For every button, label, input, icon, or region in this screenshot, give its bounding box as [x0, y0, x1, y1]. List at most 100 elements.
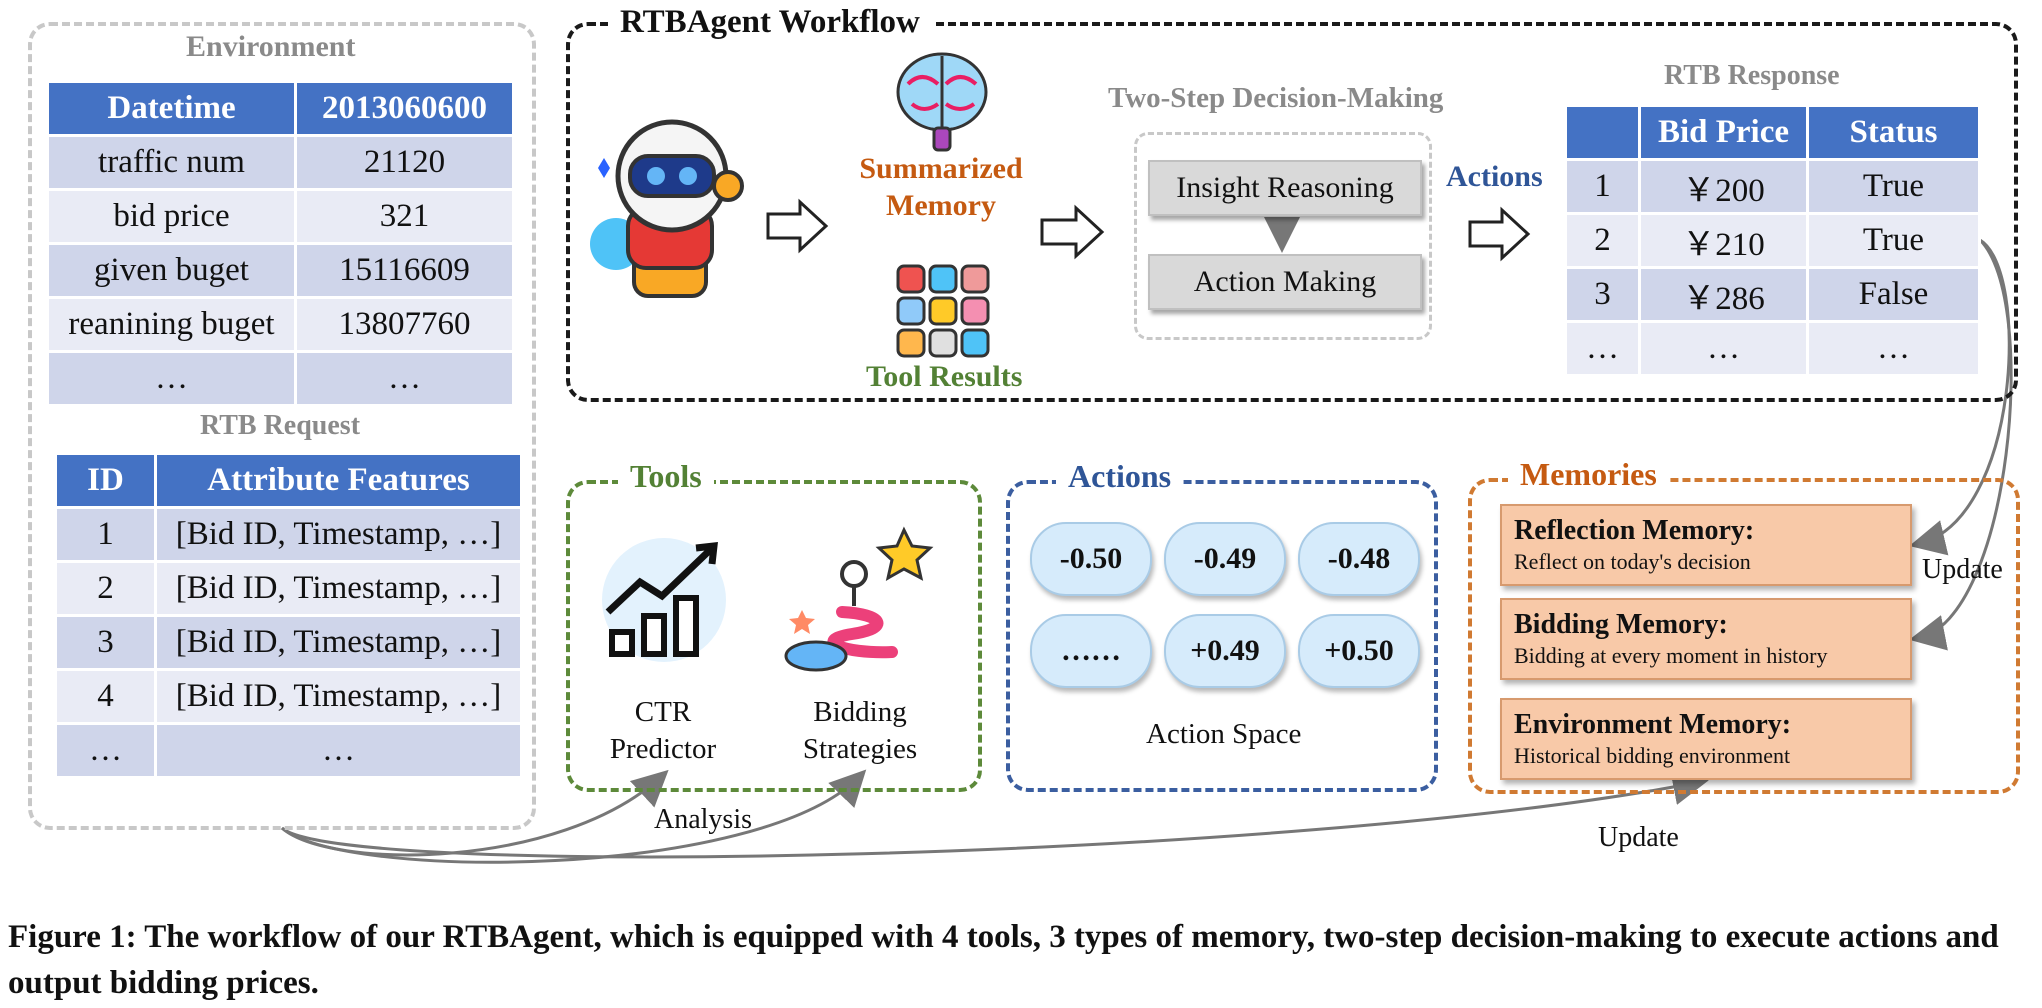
action-value-pill: -0.49 [1164, 522, 1286, 596]
update-label-bottom: Update [1598, 822, 1679, 853]
table-cell: True [1806, 158, 1981, 215]
table-cell: 1 [54, 506, 157, 563]
table-cell: … [294, 350, 515, 407]
table-row: 2 [Bid ID, Timestamp, …] [54, 560, 523, 617]
request-table: ID Attribute Features 1 [Bid ID, Timesta… [54, 452, 523, 779]
table-cell: True [1806, 212, 1981, 269]
actions-panel [1006, 480, 1438, 792]
environment-table: Datetime 2013060600 traffic num 21120 bi… [46, 80, 515, 407]
workflow-panel [566, 22, 2018, 402]
memory-card-desc: Historical bidding environment [1514, 743, 1791, 768]
table-cell: [Bid ID, Timestamp, …] [154, 506, 523, 563]
tool-label-ctr: CTR Predictor [608, 694, 718, 768]
response-header-cell: Bid Price [1638, 104, 1809, 161]
table-cell: 321 [294, 188, 515, 245]
tools-title: Tools [618, 458, 714, 495]
table-row: 3 [Bid ID, Timestamp, …] [54, 614, 523, 671]
table-row: traffic num 21120 [46, 134, 515, 191]
environment-header-cell: Datetime [46, 80, 297, 137]
agent-robot-icon [590, 119, 744, 298]
action-space-label: Action Space [1146, 718, 1302, 750]
memory-card-title: Reflection Memory: [1514, 515, 1755, 546]
table-row: … … [46, 350, 515, 407]
table-cell: 2 [1564, 212, 1641, 269]
table-cell: … [154, 722, 523, 779]
response-table: Bid Price Status 1 ￥200 True 2 ￥210 True… [1564, 104, 1981, 377]
request-header-cell: Attribute Features [154, 452, 523, 509]
table-cell: 13807760 [294, 296, 515, 353]
table-cell: … [46, 350, 297, 407]
table-row: 3 ￥286 False [1564, 266, 1981, 323]
action-value-pill: +0.50 [1298, 614, 1420, 688]
bidding-memory-card: Bidding Memory: Bidding at every moment … [1500, 598, 1912, 680]
insight-reasoning-step: Insight Reasoning [1148, 160, 1422, 216]
table-row: reanining buget 13807760 [46, 296, 515, 353]
table-cell: … [1564, 320, 1641, 377]
memory-card-desc: Bidding at every moment in history [1514, 643, 1828, 668]
table-row: 1 ￥200 True [1564, 158, 1981, 215]
tool-results-label: Tool Results [866, 360, 1023, 393]
summarized-memory-line: Memory [886, 189, 996, 222]
table-cell: [Bid ID, Timestamp, …] [154, 614, 523, 671]
table-cell: … [1638, 320, 1809, 377]
action-making-step: Action Making [1148, 254, 1422, 310]
update-curve-bidding [1909, 238, 2013, 651]
trend-chart-icon [602, 538, 726, 662]
action-value-pill: +0.49 [1164, 614, 1286, 688]
memories-panel [1468, 478, 2020, 794]
environment-header-cell: 2013060600 [294, 80, 515, 137]
table-cell: reanining buget [46, 296, 297, 353]
tool-label-line: Predictor [609, 733, 717, 765]
tool-label-line: Bidding [813, 696, 907, 728]
actions-title: Actions [1056, 458, 1184, 495]
table-cell: 1 [1564, 158, 1641, 215]
memories-title: Memories [1508, 456, 1669, 493]
brain-icon [896, 52, 988, 152]
action-value-pill: -0.50 [1030, 522, 1152, 596]
table-cell: ￥286 [1638, 266, 1809, 323]
table-cell: traffic num [46, 134, 297, 191]
reflection-memory-card: Reflection Memory: Reflect on today's de… [1500, 504, 1912, 586]
two-step-title: Two-Step Decision-Making [1108, 82, 1444, 114]
table-row: … … … [1564, 320, 1981, 377]
memory-card-title: Environment Memory: [1514, 709, 1792, 740]
table-cell: [Bid ID, Timestamp, …] [154, 668, 523, 725]
table-row: bid price 321 [46, 188, 515, 245]
memory-card-title: Bidding Memory: [1514, 609, 1728, 640]
workflow-title: RTBAgent Workflow [608, 4, 932, 41]
table-row: 1 [Bid ID, Timestamp, …] [54, 506, 523, 563]
table-cell: 15116609 [294, 242, 515, 299]
summarized-memory-line: Summarized [859, 152, 1023, 185]
analysis-label: Analysis [654, 804, 752, 835]
flow-arrow-2 [1040, 204, 1105, 260]
response-header-cell [1564, 104, 1641, 161]
strategy-path-icon [784, 526, 934, 672]
table-cell: 4 [54, 668, 157, 725]
environment-memory-card: Environment Memory: Historical bidding e… [1500, 698, 1912, 780]
table-cell: 3 [54, 614, 157, 671]
table-row: … … [54, 722, 523, 779]
memory-card-desc: Reflect on today's decision [1514, 549, 1751, 574]
environment-panel [28, 22, 536, 830]
table-cell: False [1806, 266, 1981, 323]
table-cell: 21120 [294, 134, 515, 191]
actions-arrow-label: Actions [1446, 160, 1543, 193]
action-value-pill: …… [1030, 614, 1152, 688]
analysis-curve-strategy [281, 769, 867, 864]
tool-label-line: CTR [634, 696, 692, 728]
table-row: 2 ￥210 True [1564, 212, 1981, 269]
request-title: RTB Request [200, 410, 361, 441]
tool-grid-icon [896, 264, 990, 358]
update-label-right: Update [1922, 554, 2003, 585]
flow-arrow-3 [1468, 206, 1531, 262]
tool-label-strategies: Bidding Strategies [796, 694, 924, 768]
table-cell: 2 [54, 560, 157, 617]
two-step-box [1134, 132, 1432, 340]
environment-title: Environment [186, 30, 356, 63]
response-title: RTB Response [1664, 60, 1840, 91]
table-cell: bid price [46, 188, 297, 245]
tool-label-line: Strategies [802, 733, 918, 765]
table-cell: ￥200 [1638, 158, 1809, 215]
figure-caption: Figure 1: The workflow of our RTBAgent, … [8, 919, 1999, 1001]
table-row: 4 [Bid ID, Timestamp, …] [54, 668, 523, 725]
